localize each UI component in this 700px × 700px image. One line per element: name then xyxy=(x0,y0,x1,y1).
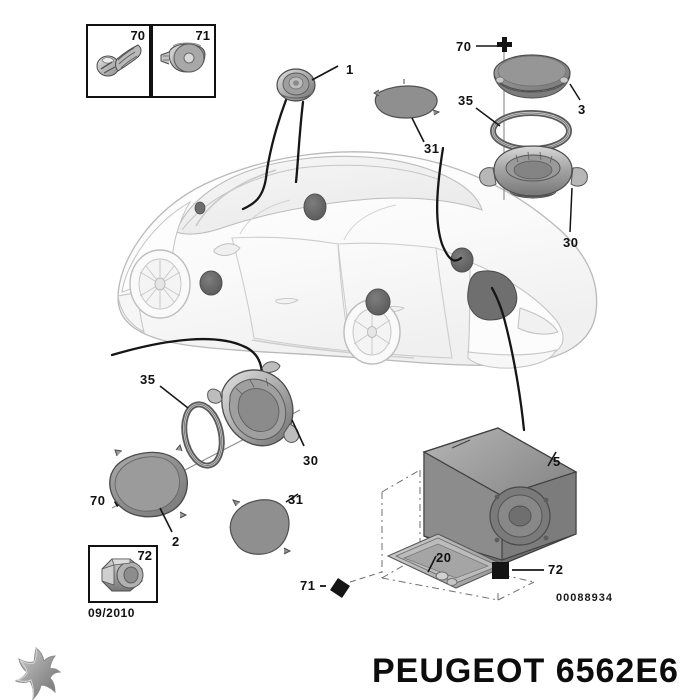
rivet-grommet-icon xyxy=(160,42,206,73)
callout-20: 20 xyxy=(436,550,452,565)
revision-date-label: 09/2010 xyxy=(88,606,135,620)
callout-35-bottom: 35 xyxy=(140,372,156,387)
part-31-blanking-plate-bottom xyxy=(229,493,299,555)
exploded-diagram-canvas: 70 71 xyxy=(86,24,613,620)
callout-31-top: 31 xyxy=(424,141,440,156)
inset-box-71: 71 xyxy=(151,24,216,98)
callout-3: 3 xyxy=(578,102,586,117)
callout-72-bottom: 72 xyxy=(548,562,564,577)
part-30-speaker-housing-bottom xyxy=(207,361,305,447)
part-30-speaker-housing-top xyxy=(479,145,588,199)
part-1-tweeter-speaker xyxy=(276,65,339,102)
callout-31-bottom: 31 xyxy=(288,492,304,507)
callout-30-top: 30 xyxy=(563,235,579,250)
screw-cross-marker-top xyxy=(497,37,512,52)
callout-70-bottom: 70 xyxy=(90,493,106,508)
leader-lines xyxy=(110,98,526,432)
part-20-mounting-bracket xyxy=(386,533,508,589)
part-2-door-speaker-cover xyxy=(109,443,188,533)
assembly-door-speaker xyxy=(109,361,305,555)
callout-2: 2 xyxy=(172,534,180,549)
nut-square-marker xyxy=(492,562,544,579)
callout-5: 5 xyxy=(553,454,561,469)
callout-71-bottom: 71 xyxy=(300,578,316,593)
assembly-rear-speaker xyxy=(475,37,588,233)
brand-part-reference: PEUGEOT 6562E6 xyxy=(372,652,679,690)
callout-35-top: 35 xyxy=(458,93,474,108)
part-31-blanking-plate-top xyxy=(373,79,441,143)
inset-72-number: 72 xyxy=(137,548,152,563)
part-35-gasket-ring-bottom xyxy=(159,385,225,469)
part-5-subwoofer-enclosure xyxy=(422,427,578,567)
inset-71-number: 71 xyxy=(195,28,210,43)
front-wheel xyxy=(129,249,191,319)
diagram-svg xyxy=(109,37,598,601)
rear-wheel xyxy=(343,299,401,365)
screw-self-tapping-icon xyxy=(96,44,142,77)
inset-box-72: 72 xyxy=(88,545,158,603)
assembly-subwoofer xyxy=(320,427,578,601)
rivet-diamond-marker xyxy=(320,571,383,598)
drawing-reference-number: 00088934 xyxy=(556,592,613,604)
part-3-speaker-grille xyxy=(493,54,571,99)
callout-70-top: 70 xyxy=(456,39,472,54)
vehicle-illustration xyxy=(117,151,598,369)
nut-bushing-icon xyxy=(101,558,144,592)
callout-1: 1 xyxy=(346,62,354,77)
speaker-location-markers xyxy=(194,193,518,321)
peugeot-lion-logo-icon xyxy=(14,647,62,700)
brand-banner: PEUGEOT 6562E6 xyxy=(0,645,700,700)
inset-box-70: 70 xyxy=(86,24,151,98)
callout-30-bottom: 30 xyxy=(303,453,319,468)
inset-70-number: 70 xyxy=(130,28,145,43)
